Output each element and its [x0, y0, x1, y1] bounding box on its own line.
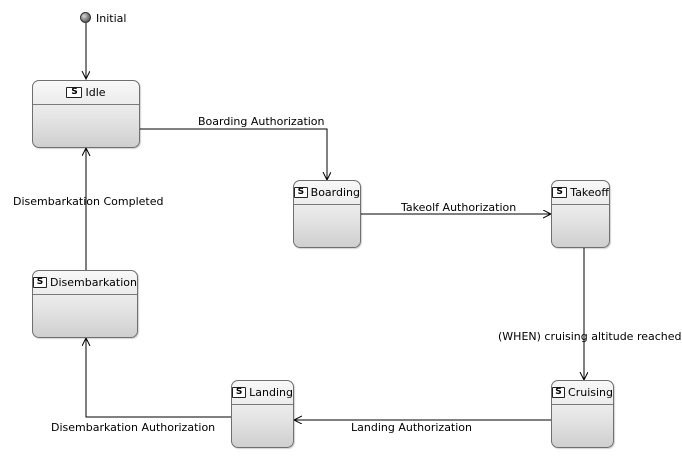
state-icon: S	[294, 187, 308, 198]
state-label-disembarkation: Disembarkation	[50, 276, 137, 289]
state-header: S Landing	[232, 381, 293, 405]
transition-label-boarding-authorization: Boarding Authorization	[198, 115, 325, 128]
edge-landing-to-disembarkation[interactable]	[86, 338, 231, 418]
state-header: S Disembarkation	[33, 271, 137, 295]
state-takeoff[interactable]: S Takeoff	[551, 180, 610, 248]
state-boarding[interactable]: S Boarding	[293, 180, 361, 248]
state-label-idle: Idle	[85, 86, 106, 99]
state-icon: S	[552, 187, 568, 198]
transition-label-cruising-altitude: (WHEN) cruising altitude reached	[498, 330, 682, 343]
state-icon: S	[33, 277, 48, 288]
state-icon: S	[66, 87, 83, 98]
transition-label-landing-authorization: Landing Authorization	[351, 421, 473, 434]
state-label-boarding: Boarding	[310, 186, 360, 199]
state-cruising[interactable]: S Cruising	[551, 380, 614, 448]
transition-label-takeoff-authorization: Takeolf Authorization	[401, 201, 517, 214]
edge-idle-to-boarding[interactable]	[140, 128, 327, 180]
state-header: S Cruising	[552, 381, 613, 405]
state-icon: S	[232, 387, 247, 398]
transition-label-disembarkation-authorization: Disembarkation Authorization	[51, 421, 216, 434]
state-landing[interactable]: S Landing	[231, 380, 294, 448]
state-icon: S	[552, 387, 566, 398]
state-disembarkation[interactable]: S Disembarkation	[32, 270, 138, 338]
state-label-takeoff: Takeoff	[570, 186, 609, 199]
state-label-landing: Landing	[249, 386, 293, 399]
state-idle[interactable]: S Idle	[32, 80, 140, 148]
initial-node[interactable]	[80, 12, 91, 23]
state-header: S Takeoff	[552, 181, 609, 205]
initial-label: Initial	[96, 12, 127, 25]
state-header: S Boarding	[294, 181, 360, 205]
state-label-cruising: Cruising	[568, 386, 613, 399]
transition-label-disembarkation-completed: Disembarkation Completed	[13, 195, 164, 208]
state-header: S Idle	[33, 81, 139, 105]
